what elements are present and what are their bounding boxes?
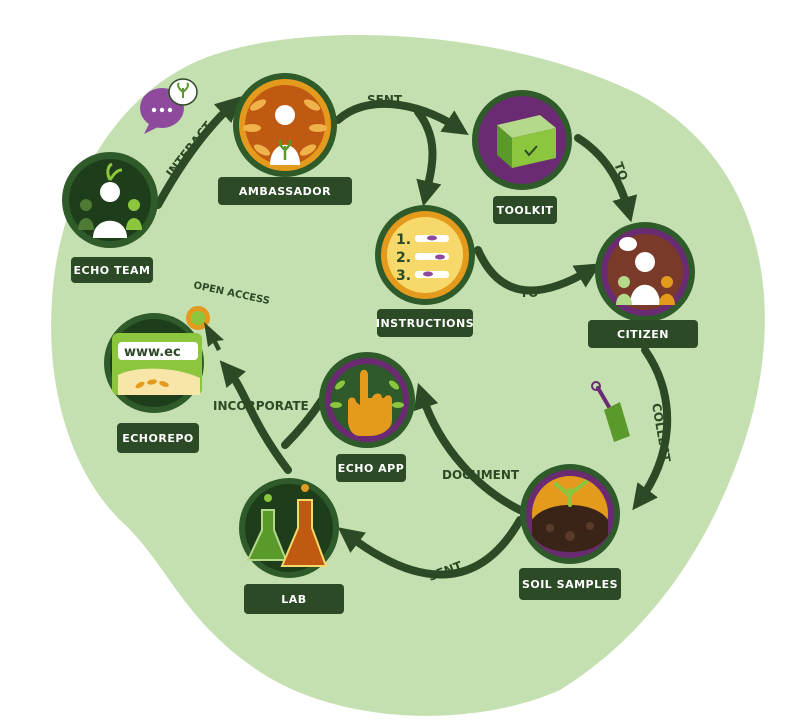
arrow-incorporate xyxy=(219,360,292,474)
node-echo-team xyxy=(62,152,158,248)
node-soil-samples xyxy=(520,464,620,564)
edge-label-document: DOCUMENT xyxy=(442,468,520,482)
node-label-instructions: INSTRUCTIONS xyxy=(376,309,474,337)
edge-label-to-mid: TO xyxy=(520,286,538,300)
box-icon xyxy=(497,115,556,168)
svg-text:1.: 1. xyxy=(396,232,411,248)
echorepo-screen-text: www.ec xyxy=(124,345,181,360)
node-toolkit xyxy=(472,90,572,190)
node-label-toolkit: TOOLKIT xyxy=(493,196,557,224)
arrow-document xyxy=(413,382,524,514)
person-icon xyxy=(100,182,120,202)
open-access-cursor-icon xyxy=(186,306,224,351)
svg-text:3.: 3. xyxy=(396,268,411,284)
node-lab xyxy=(239,478,339,578)
node-echorepo: www.ec xyxy=(104,313,204,413)
node-label-echorepo: ECHOREPO xyxy=(117,423,199,453)
arrow-collect xyxy=(632,346,672,511)
flask-icon xyxy=(246,499,328,567)
node-label-echo-app: ECHO APP xyxy=(336,454,406,482)
node-label-soil-samples: SOIL SAMPLES xyxy=(519,568,621,600)
edge-label-to-top: TO xyxy=(611,160,630,182)
node-label-citizen: CITIZEN xyxy=(588,320,698,348)
edge-label-incorporate: INCORPORATE xyxy=(213,399,309,413)
node-label-echo-team: ECHO TEAM xyxy=(71,257,153,283)
svg-text:2.: 2. xyxy=(396,250,411,266)
shovel-icon xyxy=(591,381,630,442)
node-citizen xyxy=(595,222,695,322)
edge-label-sent-top: SENT xyxy=(367,93,403,107)
arrow-to-mid xyxy=(474,246,601,295)
arrow-sent-top xyxy=(334,99,469,135)
node-label-lab: LAB xyxy=(244,584,344,614)
arrow-to-top xyxy=(574,134,638,223)
arrow-to-instructions xyxy=(414,108,442,207)
node-label-ambassador: AMBASSADOR xyxy=(218,177,352,205)
node-instructions: 1. 2. 3. xyxy=(375,205,475,305)
arrow-interact xyxy=(154,96,242,209)
node-echo-app xyxy=(319,352,415,448)
arrow-sent-bottom xyxy=(337,516,524,579)
hand-icon xyxy=(348,369,392,436)
arrows xyxy=(154,96,672,579)
node-ambassador xyxy=(233,73,337,177)
speech-bubble-icon xyxy=(140,78,198,134)
